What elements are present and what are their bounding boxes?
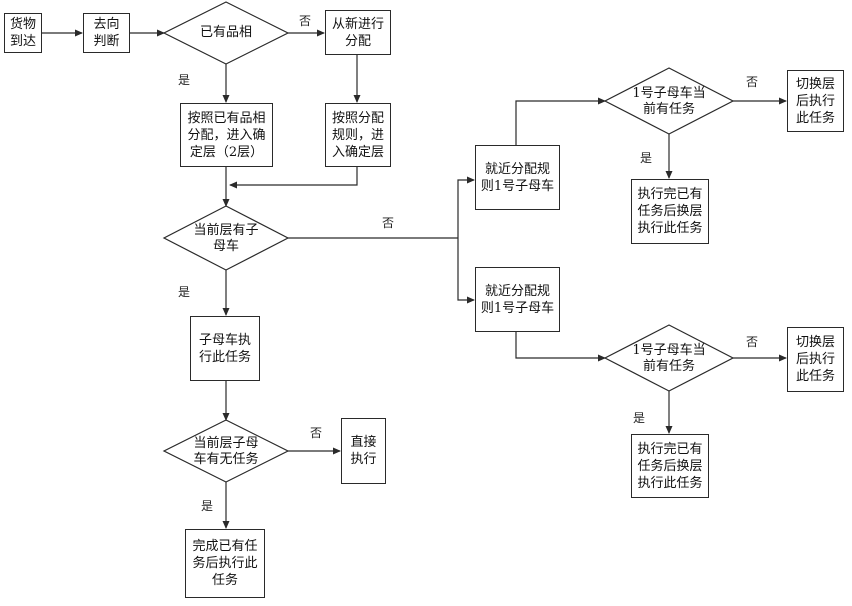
node-nearest-1: 就近分配规 则1号子母车 bbox=[475, 145, 560, 210]
label-busy-no: 否 bbox=[310, 426, 323, 440]
node-by-existing: 按照已有品相 分配，进入确 定层（2层） bbox=[180, 103, 273, 167]
node-finish-then: 完成已有任 务后执行此 任务 bbox=[185, 529, 265, 598]
arrow-to-nearest2 bbox=[457, 238, 475, 304]
node-by-rule: 按照分配 规则，进 入确定层 bbox=[325, 103, 391, 167]
label-car2-yes: 是 bbox=[633, 411, 646, 425]
node-direct-exec: 直接 执行 bbox=[341, 418, 386, 484]
arrow-rule-merge bbox=[229, 167, 358, 189]
node-switch-2: 切换层 后执行 此任务 bbox=[787, 327, 844, 392]
label-busy-yes: 是 bbox=[201, 499, 214, 513]
arrow-to-nearest1 bbox=[457, 176, 475, 238]
node-go-check: 去向 判断 bbox=[83, 13, 130, 53]
label-car1-no: 否 bbox=[746, 75, 759, 89]
decision-shuttle-busy-text: 当前层子母 车有无任务 bbox=[193, 436, 259, 467]
decision-car2-busy-text: 1号子母车当 前有任务 bbox=[632, 343, 706, 374]
arrow-nearest2-to-car2 bbox=[515, 332, 606, 362]
decision-has-bin-text: 已有品相 bbox=[199, 25, 252, 40]
arrow-nearest1-to-car1 bbox=[515, 97, 606, 145]
decision-car1-busy-text: 1号子母车当 前有任务 bbox=[632, 86, 706, 117]
node-finish-switch-1: 执行完已有 任务后换层 执行此任务 bbox=[631, 179, 709, 244]
label-hasbin-yes: 是 bbox=[178, 73, 191, 87]
node-shuttle-exec: 子母车执 行此任务 bbox=[190, 316, 260, 381]
decision-has-shuttle-text: 当前层有子 母车 bbox=[193, 223, 259, 254]
label-hasshuttle-no: 否 bbox=[382, 216, 395, 230]
node-new-assign: 从新进行 分配 bbox=[325, 10, 391, 55]
label-hasshuttle-yes: 是 bbox=[178, 285, 191, 299]
node-switch-1: 切换层 后执行 此任务 bbox=[787, 70, 844, 132]
label-hasbin-no: 否 bbox=[299, 14, 312, 28]
label-car2-no: 否 bbox=[746, 335, 759, 349]
node-nearest-2: 就近分配规 则1号子母车 bbox=[475, 267, 560, 332]
node-goods-arrive: 货物 到达 bbox=[4, 13, 42, 53]
node-finish-switch-2: 执行完已有 任务后换层 执行此任务 bbox=[631, 434, 709, 498]
label-car1-yes: 是 bbox=[640, 151, 653, 165]
